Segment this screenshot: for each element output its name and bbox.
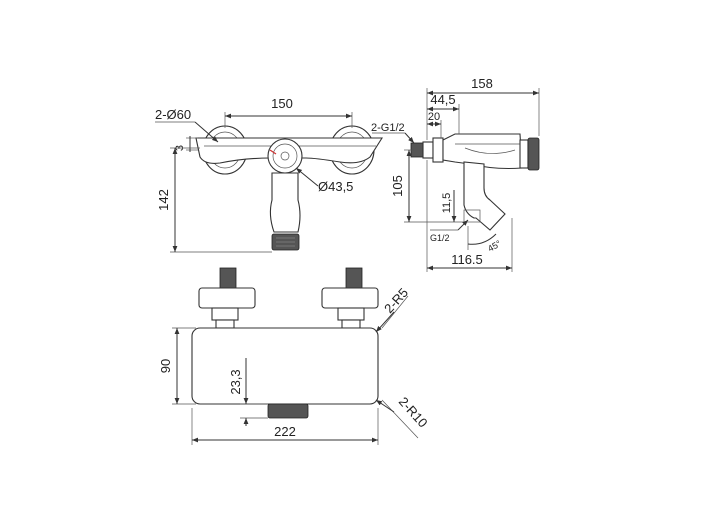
dim-handle-label: Ø43,5 — [318, 179, 353, 194]
dim-44-5: 44,5 — [427, 92, 460, 134]
dim-angle: 45° — [467, 226, 503, 254]
dim-r5-label: 2-R5 — [381, 285, 411, 316]
top-body — [191, 327, 379, 405]
dim-23-3: 23,3 — [228, 358, 268, 426]
dim-r10: 2-R10 — [375, 394, 431, 439]
dim-150-label: 150 — [271, 96, 293, 111]
dim-142: 142 — [156, 147, 272, 253]
dim-105-label: 105 — [390, 175, 405, 197]
side-handle-grip — [527, 137, 540, 171]
dim-3: 3 — [174, 136, 198, 152]
dim-outlet-thread: G1/2 — [430, 219, 469, 243]
dim-90-label: 90 — [158, 359, 173, 373]
dim-r10-label: 2-R10 — [396, 394, 431, 430]
dim-outlet-thread-label: G1/2 — [430, 233, 450, 243]
dim-23-3-label: 23,3 — [228, 369, 243, 394]
front-view: 150 2-Ø60 3 142 Ø43,5 — [155, 96, 383, 253]
dim-thread: 2-G1/2 — [371, 122, 415, 144]
dim-116-5: 116.5 — [426, 160, 513, 272]
dim-44-5-label: 44,5 — [430, 92, 455, 107]
dim-handle: Ø43,5 — [295, 167, 353, 194]
dim-142-label: 142 — [156, 189, 171, 211]
top-view: 2-R5 90 23,3 222 2-R10 — [158, 267, 431, 445]
dim-116-5-label: 116.5 — [451, 252, 483, 267]
right-inlet — [321, 267, 379, 329]
dim-11-5: 11,5 — [441, 190, 457, 222]
dim-222-label: 222 — [274, 424, 296, 439]
dim-158-label: 158 — [471, 76, 493, 91]
dim-105: 105 — [390, 149, 464, 223]
top-outlet — [267, 403, 309, 419]
dim-150: 150 — [224, 96, 353, 128]
dim-holes: 2-Ø60 — [155, 107, 219, 143]
handle-knob — [267, 138, 303, 174]
dim-11-5-label: 11,5 — [441, 193, 453, 214]
dim-20-label: 20 — [428, 111, 440, 123]
front-spout — [269, 172, 301, 251]
side-outlet — [463, 161, 506, 231]
dim-r5: 2-R5 — [375, 285, 411, 333]
dim-222: 222 — [191, 408, 379, 445]
dim-holes-label: 2-Ø60 — [155, 107, 191, 122]
dim-158: 158 — [426, 76, 540, 140]
dim-90: 90 — [158, 327, 196, 405]
dim-thread-label: 2-G1/2 — [371, 122, 405, 134]
left-inlet — [198, 267, 256, 329]
side-view: 158 44,5 20 2-G1/2 105 11 — [371, 76, 540, 272]
dim-20: 20 — [427, 111, 442, 138]
